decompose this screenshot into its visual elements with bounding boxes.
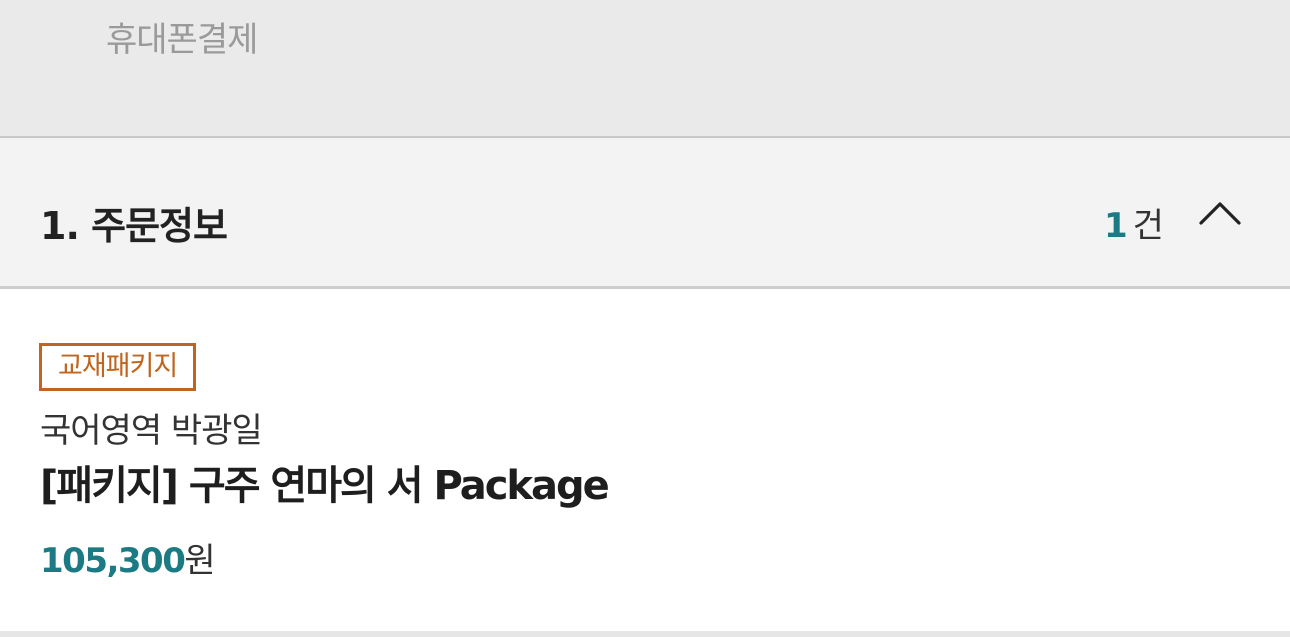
price-value: 105,300 xyxy=(40,541,186,581)
order-count-unit: 건 xyxy=(1132,206,1164,246)
product-type-badge: 교재패키지 xyxy=(39,343,197,391)
section-title: 1. 주문정보 xyxy=(40,204,228,248)
item-category: 국어영역 박광일 xyxy=(40,411,263,451)
chevron-up-icon[interactable] xyxy=(1198,196,1242,226)
divider xyxy=(0,631,1290,637)
order-item: 교재패키지 국어영역 박광일 [패키지] 구주 연마의 서 Package 10… xyxy=(0,289,1290,631)
order-count-value: 1 xyxy=(1104,206,1128,246)
item-price: 105,300원 xyxy=(40,533,216,582)
payment-method-area: 휴대폰결제 xyxy=(0,0,1290,138)
payment-method-mobile[interactable]: 휴대폰결제 xyxy=(106,20,258,60)
price-unit: 원 xyxy=(184,541,215,581)
item-name[interactable]: [패키지] 구주 연마의 서 Package xyxy=(40,463,610,509)
